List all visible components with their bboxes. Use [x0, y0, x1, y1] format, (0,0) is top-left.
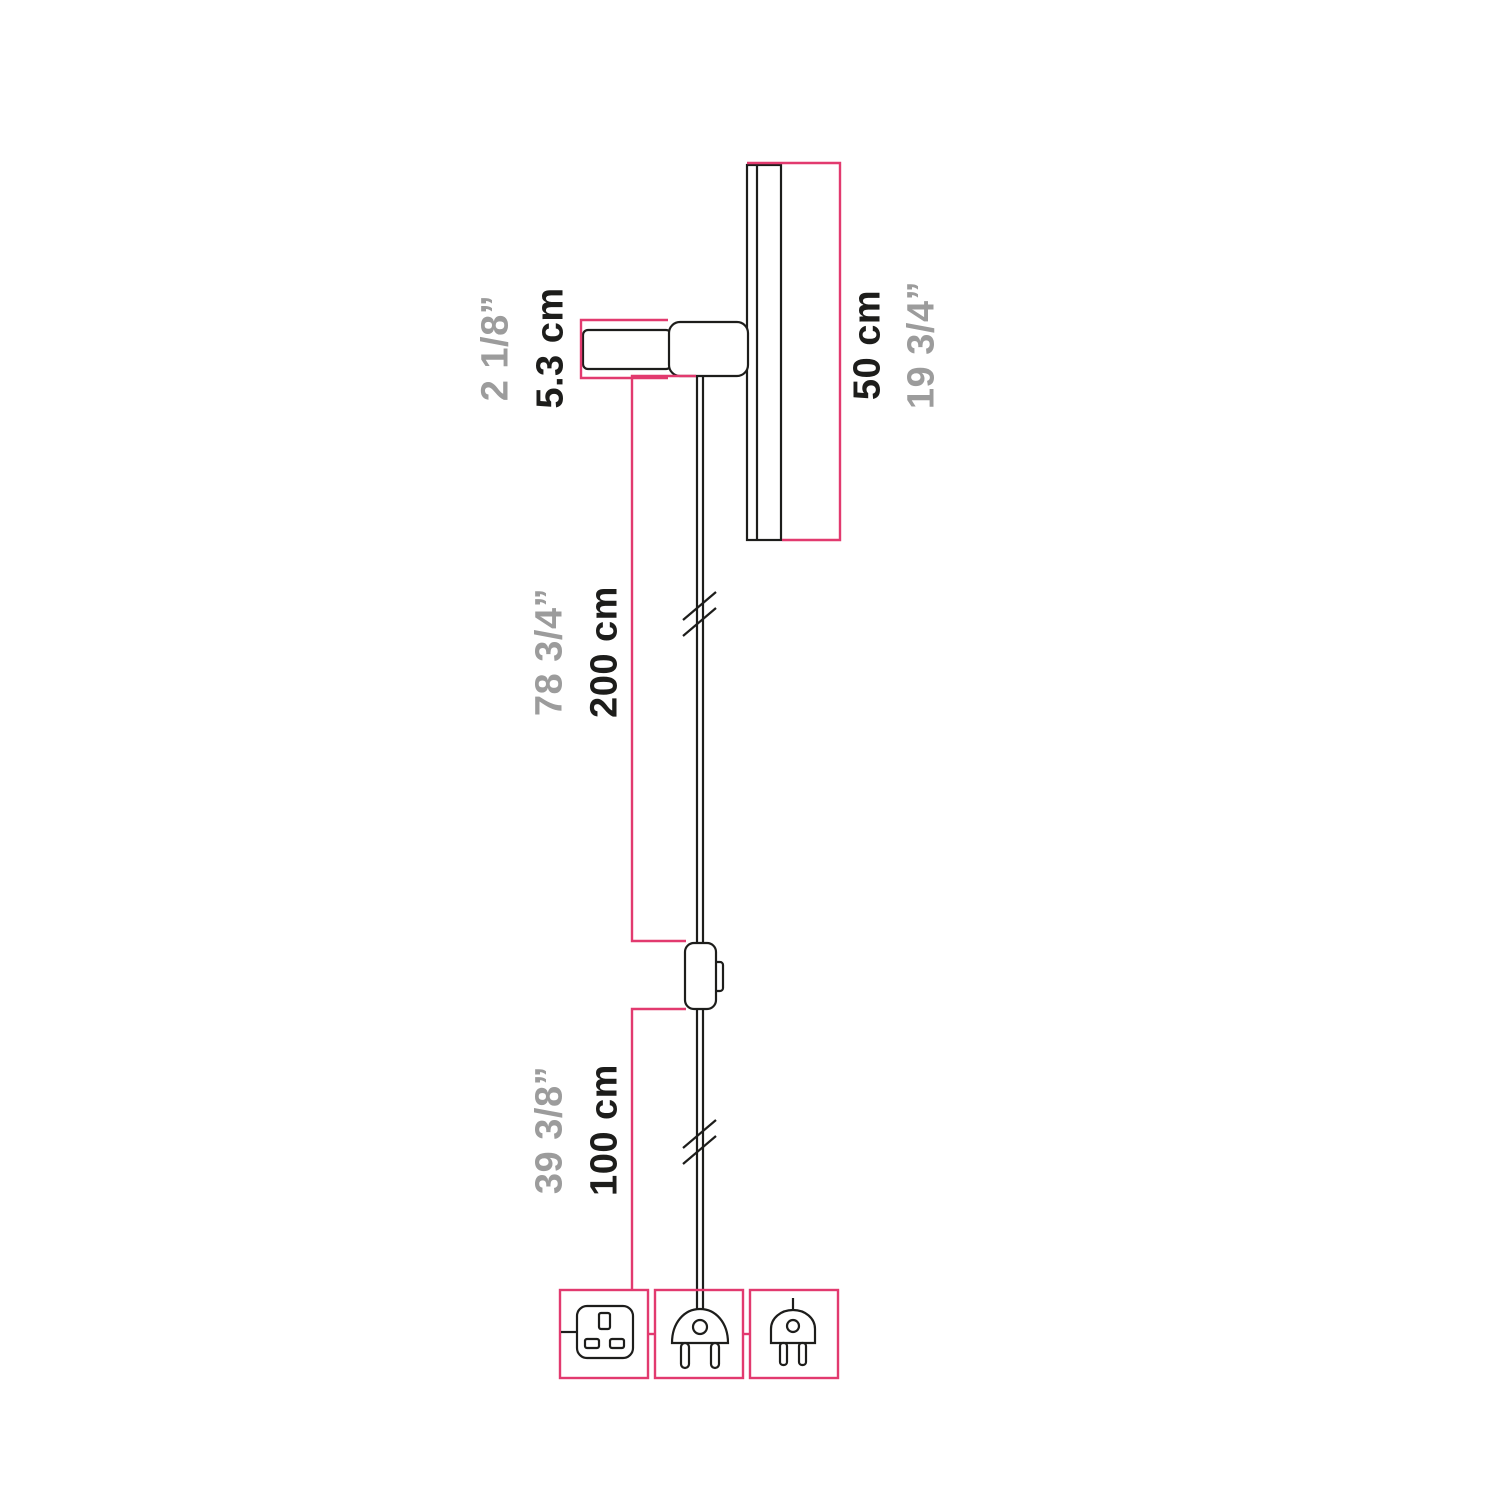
lower-cable-metric-label: 100 cm [583, 1064, 626, 1196]
euro-two-pin-plug-icon [670, 1307, 730, 1370]
holder-size-metric-label: 5.3 cm [529, 287, 572, 409]
inline-switch [683, 941, 725, 1011]
lower-cable-imperial-label: 39 3/8” [528, 1065, 571, 1195]
lamp-holder [581, 320, 750, 378]
linear-bulb [745, 163, 783, 542]
power-cable [695, 376, 705, 1309]
bulb-length-imperial-label: 19 3/4” [900, 280, 943, 410]
schuko-plug-icon [769, 1298, 817, 1367]
uk-plug-icon [561, 1304, 635, 1360]
plug-icons [561, 1298, 817, 1370]
upper-cable-imperial-label: 78 3/4” [528, 587, 571, 717]
holder-size-imperial-label: 2 1/8” [474, 294, 517, 402]
dimension-bulb-50cm [747, 161, 842, 542]
upper-cable-metric-label: 200 cm [583, 586, 626, 718]
lamp-line-art [581, 163, 783, 1309]
bulb-length-metric-label: 50 cm [846, 289, 889, 401]
dimension-cable-200cm [630, 374, 696, 943]
dimension-cable-100cm [630, 1007, 686, 1290]
cable-break-marks [682, 591, 717, 1165]
dimension-holder-5-3cm [579, 318, 668, 380]
dimension-lines [558, 161, 842, 1380]
